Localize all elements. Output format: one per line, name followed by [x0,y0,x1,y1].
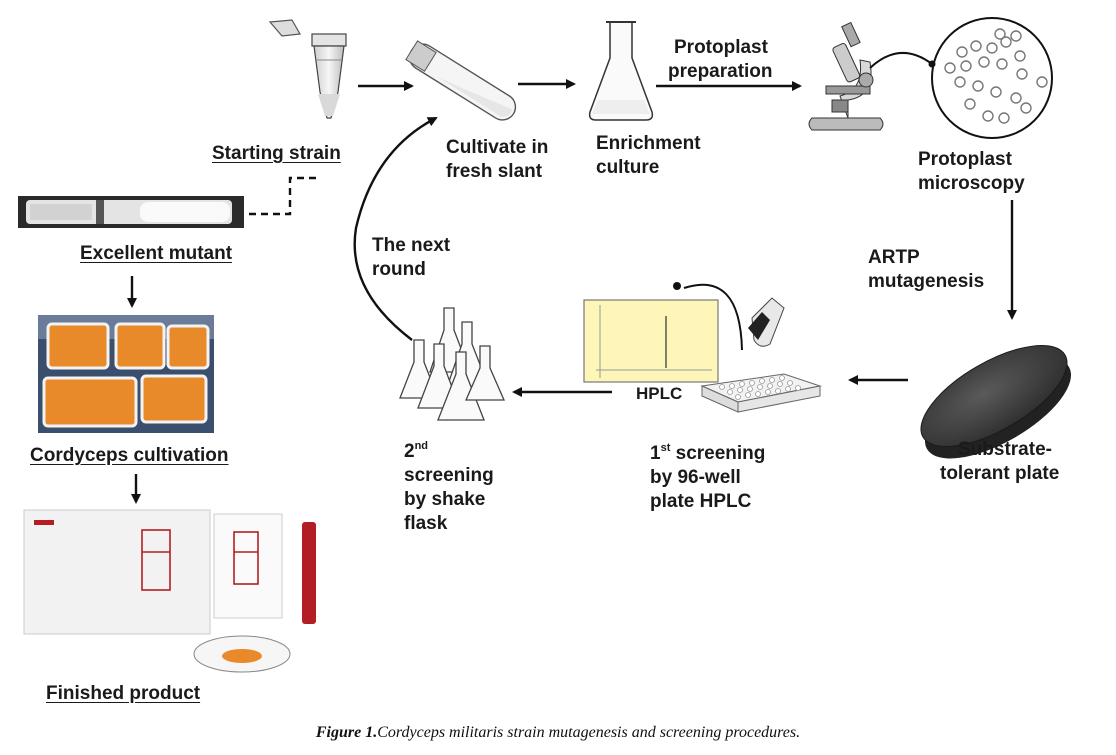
cultivate-label-line1: Cultivate in [446,137,549,158]
cordyceps-trays-photo [38,315,214,433]
caption-text: Cordyceps militaris strain mutagenesis a… [377,724,801,741]
microscope-icon [808,21,884,131]
artp-label-line1: ARTP [868,247,920,268]
artp-label-line2: mutagenesis [868,271,985,292]
enrichment-flask-icon [588,21,654,121]
figure-caption: Figure 1.Cordyceps militaris strain muta… [0,724,1116,742]
cordyceps-cultivation-label: Cordyceps cultivation [30,445,229,466]
hplc-instrument-icon [583,282,822,413]
next-round-label-line1: The next [372,235,451,256]
protoplast-prep-label-line1: Protoplast [674,37,768,58]
second-screening-label-line3: by shake [404,489,486,510]
microscope-connector [869,51,933,69]
slant-tube-icon [405,40,517,121]
second-screening-label-line4: flask [404,513,448,534]
second-screening-sup: nd [414,440,429,452]
shake-flasks-icon [399,307,505,421]
substrate-label-line2: tolerant plate [940,463,1060,484]
protoplast-micro-label-line2: microscopy [918,173,1025,194]
substrate-plate-icon [920,345,1072,459]
first-screening-num: 1 [650,443,661,464]
second-screening-label-line2: screening [404,465,494,486]
protoplast-micro-label-line1: Protoplast [918,149,1012,170]
protoplast-prep-label-line2: preparation [668,61,773,82]
finished-product-photo [23,509,316,673]
enrichment-label-line1: Enrichment [596,133,701,154]
dashed-connector [248,176,316,216]
first-screening-label-line3: plate HPLC [650,491,752,512]
second-screening-num: 2 [404,441,415,462]
eppendorf-tube-icon [268,19,347,119]
mutant-tube-icon [18,196,244,228]
starting-strain-label: Starting strain [212,143,341,164]
hplc-label: HPLC [636,384,683,403]
substrate-label-line1: Substrate- [958,439,1052,460]
first-screening-label-line2: by 96-well [650,467,741,488]
protoplast-view-icon [931,17,1053,139]
second-screening-label-line1: 2nd [404,440,428,466]
first-screening-sup: st [660,442,671,454]
enrichment-label-line2: culture [596,157,660,178]
caption-prefix: Figure 1. [315,724,378,741]
first-screening-rest: screening [670,443,766,464]
cultivate-label-line2: fresh slant [446,161,543,182]
next-round-label-line2: round [372,259,426,280]
finished-product-label: Finished product [46,683,201,704]
first-screening-label-line1: 1st screening [650,442,765,468]
excellent-mutant-label: Excellent mutant [80,243,233,264]
flow-arrows [127,79,1017,504]
